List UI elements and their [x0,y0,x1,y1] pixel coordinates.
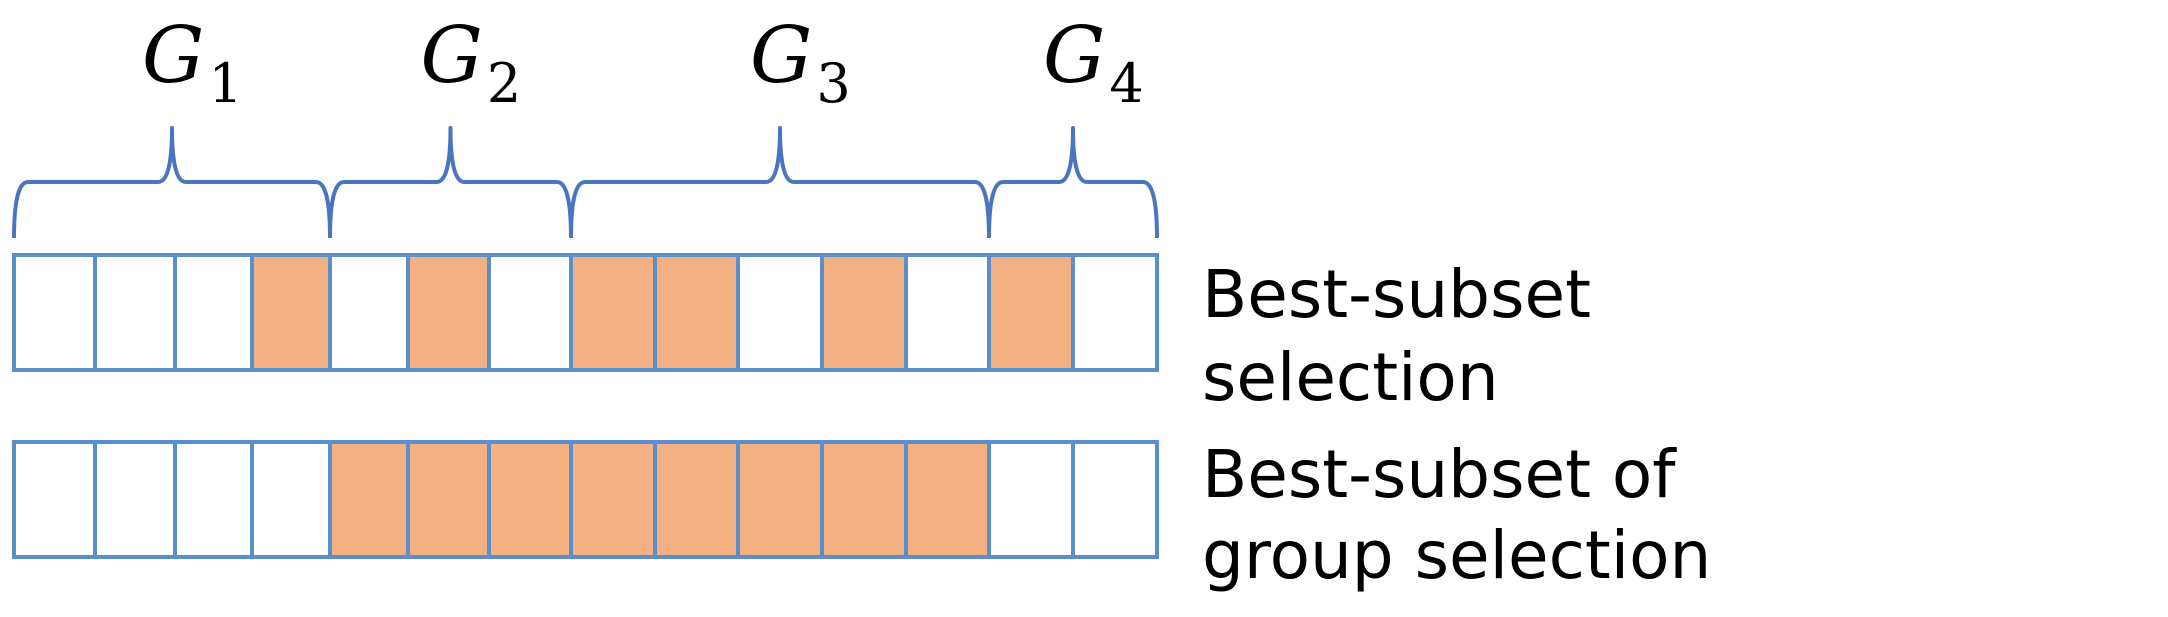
group-subscript: 4 [1109,52,1143,115]
group-label-4: G4 [1043,11,1144,115]
selected-cell [904,440,991,559]
group-letter: G [1043,11,1105,101]
selected-cell [406,253,491,372]
group-label-3: G3 [750,11,851,115]
selection-row-2 [12,440,1159,559]
selection-row-1 [12,253,1159,372]
unselected-cell [93,253,177,372]
selected-cell [820,253,908,372]
group-subscript: 2 [487,52,521,115]
group-label-1: G1 [142,11,243,115]
selected-cell [487,440,573,559]
row-label-line: Best-subset of [1202,436,1677,513]
group-subscript: 3 [816,52,850,115]
unselected-cell [328,253,410,372]
unselected-cell [12,440,97,559]
row-label-line: selection [1202,339,1499,416]
group-brace-4 [987,126,1159,239]
group-subscript: 1 [208,52,242,115]
unselected-cell [1071,440,1159,559]
unselected-cell [487,253,573,372]
unselected-cell [904,253,991,372]
selected-cell [653,253,740,372]
group-letter: G [750,11,812,101]
unselected-cell [987,440,1075,559]
selected-cell [406,440,491,559]
row-label-line: group selection [1202,517,1711,594]
selected-cell [820,440,908,559]
selected-cell [250,253,332,372]
unselected-cell [736,253,824,372]
row-label-line: Best-subset [1202,256,1591,333]
group-braces [12,126,1159,239]
group-brace-1 [12,126,332,239]
selected-cell [569,440,657,559]
unselected-cell [1071,253,1159,372]
group-brace-3 [569,126,991,239]
group-brace-2 [328,126,573,239]
selected-cell [987,253,1075,372]
group-letter: G [421,11,483,101]
unselected-cell [93,440,177,559]
group-letter: G [142,11,204,101]
selection-rows [12,253,1159,559]
selected-cell [736,440,824,559]
selected-cell [569,253,657,372]
selected-cell [653,440,740,559]
unselected-cell [12,253,97,372]
unselected-cell [173,440,254,559]
unselected-cell [250,440,332,559]
selected-cell [328,440,410,559]
unselected-cell [173,253,254,372]
group-label-2: G2 [421,11,522,115]
